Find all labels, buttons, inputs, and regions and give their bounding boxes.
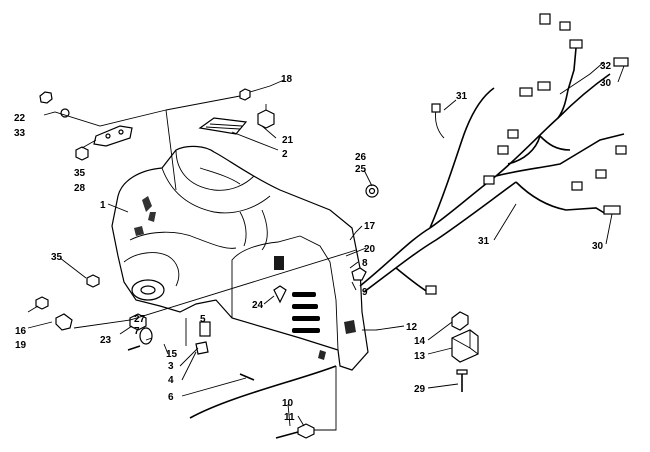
callout-9: 9 <box>362 287 368 298</box>
wiring-harness <box>359 13 629 295</box>
switch-part <box>257 109 275 129</box>
connector-part <box>603 205 621 215</box>
callout-15: 15 <box>166 349 178 360</box>
vent-slot <box>292 292 316 297</box>
callout-22: 22 <box>14 113 26 124</box>
callout-5: 5 <box>200 314 206 325</box>
callouts: 18 22 33 21 2 35 28 26 25 1 17 20 8 9 35… <box>14 61 612 423</box>
connector-part <box>425 285 437 295</box>
callout-14: 14 <box>414 336 426 347</box>
callout-8: 8 <box>362 258 368 269</box>
panel-part <box>198 117 248 135</box>
seal-part <box>139 327 153 345</box>
vent-slot <box>292 304 318 309</box>
cap-part <box>129 313 147 331</box>
callout-25: 25 <box>355 164 367 175</box>
callout-31: 31 <box>456 91 468 102</box>
callout-3: 3 <box>168 361 174 372</box>
callout-24: 24 <box>252 300 264 311</box>
callout-20: 20 <box>364 244 376 255</box>
clip-part <box>195 341 209 355</box>
callout-17: 17 <box>364 221 376 232</box>
callout-18: 18 <box>281 74 293 85</box>
callout-23: 23 <box>100 335 112 346</box>
callout-35-top: 35 <box>74 168 86 179</box>
screw-part <box>239 373 255 381</box>
callout-35-lower: 35 <box>51 252 63 263</box>
vent-slot <box>292 316 320 321</box>
connector-part <box>507 129 519 139</box>
connector-part <box>539 13 551 25</box>
key-switch-part <box>55 313 73 331</box>
callout-26: 26 <box>355 152 367 163</box>
callout-2: 2 <box>282 149 288 160</box>
nut-part <box>39 91 53 104</box>
clip-part <box>199 321 211 337</box>
connector-part <box>431 103 441 113</box>
callout-12: 12 <box>406 322 418 333</box>
connector-part <box>351 267 367 281</box>
bulb-part <box>86 274 100 288</box>
connector-part <box>615 145 627 155</box>
connector-part <box>559 21 571 31</box>
callout-11: 11 <box>284 412 295 423</box>
bulb-socket-part <box>75 146 89 161</box>
callout-29: 29 <box>414 384 426 395</box>
callout-27: 27 <box>134 314 146 325</box>
connector-part <box>519 87 533 97</box>
bracket-part <box>451 311 469 331</box>
callout-16: 16 <box>15 326 27 337</box>
callout-34: 33 <box>14 128 26 139</box>
connector-part <box>571 181 583 191</box>
connector-part <box>595 169 607 179</box>
callout-19: 19 <box>15 340 27 351</box>
callout-33: 32 <box>600 61 612 72</box>
washer-part <box>60 108 70 118</box>
console-housing <box>111 145 369 371</box>
callout-30-right: 30 <box>592 241 604 252</box>
callout-13: 13 <box>414 351 426 362</box>
leader-lines <box>27 61 625 431</box>
bracket-part <box>93 125 133 147</box>
callout-7: 7 <box>134 326 140 337</box>
connector-part <box>613 57 629 67</box>
relay-part <box>451 329 479 363</box>
callout-21: 21 <box>282 135 294 146</box>
callout-4: 4 <box>168 375 174 386</box>
grommet-part <box>239 88 251 101</box>
callout-32: 31 <box>478 236 490 247</box>
connector-part <box>569 39 583 49</box>
nut-part <box>35 296 49 310</box>
parts <box>35 88 479 439</box>
screw-part <box>127 345 141 351</box>
vent-slot <box>292 328 320 333</box>
callout-6: 6 <box>168 392 174 403</box>
terminal-part <box>297 423 315 439</box>
connector-part <box>537 81 551 91</box>
clip-part <box>273 285 287 304</box>
callout-30-top: 30 <box>600 78 612 89</box>
connector-part <box>483 175 495 185</box>
connector-part <box>497 145 509 155</box>
callout-1: 1 <box>100 200 106 211</box>
callout-28: 28 <box>74 183 86 194</box>
callout-10: 10 <box>282 398 294 409</box>
